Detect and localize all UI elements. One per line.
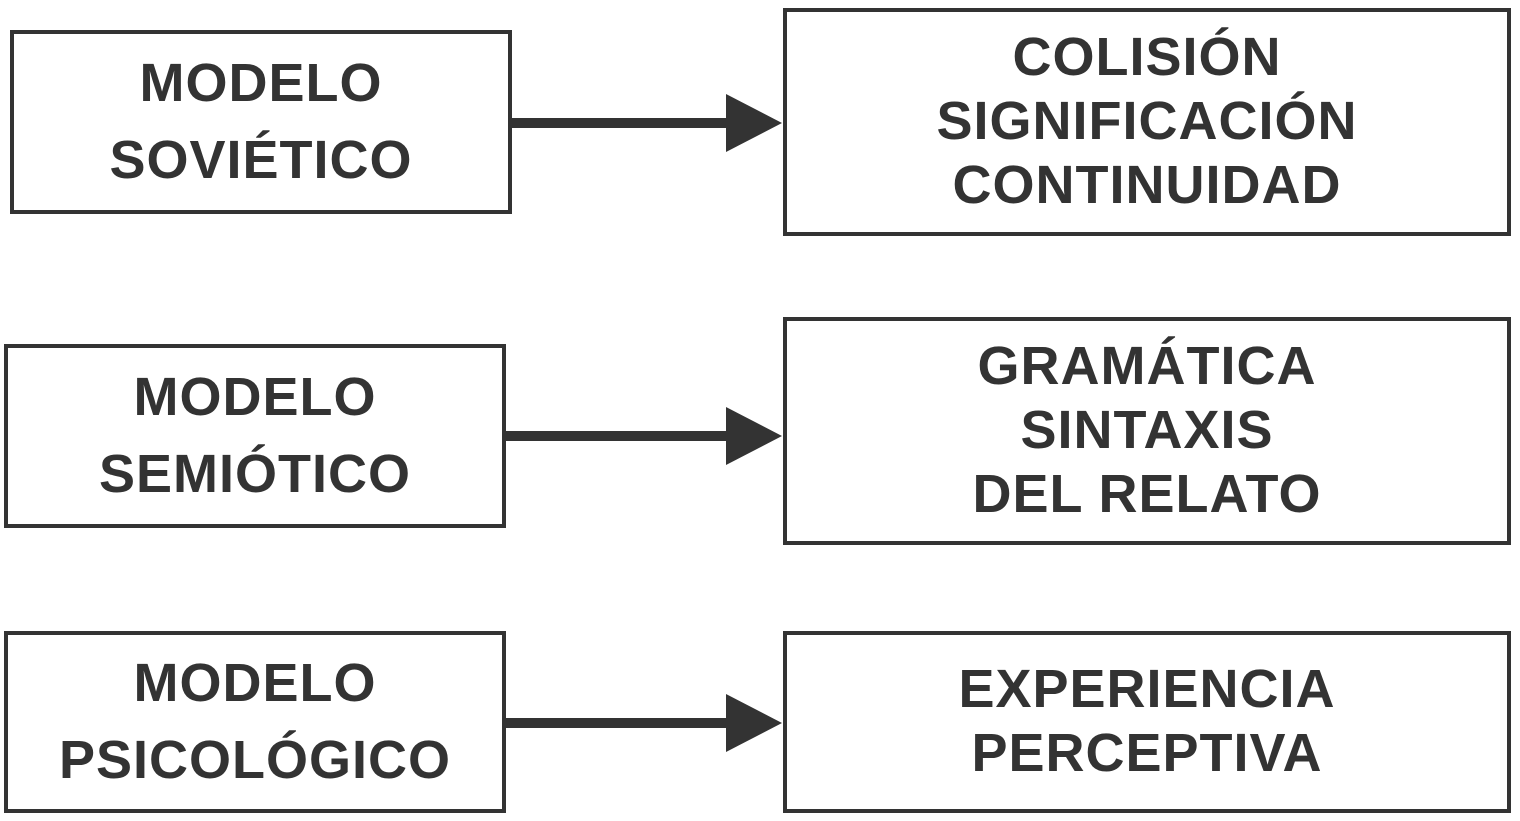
arrow-head-icon — [726, 694, 782, 752]
arrow-head-icon — [726, 407, 782, 465]
box-label-line: MODELO — [133, 367, 377, 428]
box-label-line: SINTAXIS — [1020, 400, 1274, 461]
arrow-head-icon — [726, 94, 782, 152]
box-colision-significacion-continuidad: COLISIÓN SIGNIFICACIÓN CONTINUIDAD — [783, 8, 1511, 236]
arrow-row-3 — [506, 694, 782, 752]
box-label-line: SIGNIFICACIÓN — [936, 91, 1358, 152]
box-label-line: EXPERIENCIA — [958, 659, 1336, 720]
box-label-line: SEMIÓTICO — [98, 444, 411, 504]
box-modelo-psicologico: MODELO PSICOLÓGICO — [4, 631, 506, 813]
box-label-line: COLISIÓN — [1012, 27, 1282, 88]
box-label-line: CONTINUIDAD — [952, 154, 1342, 215]
arrow-row-1 — [512, 94, 782, 152]
box-label-line: GRAMÁTICA — [977, 336, 1317, 397]
box-label-line: MODELO — [139, 53, 383, 114]
box-label-line: MODELO — [133, 653, 377, 714]
box-gramatica-sintaxis-del-relato: GRAMÁTICA SINTAXIS DEL RELATO — [783, 317, 1511, 545]
box-label-line: PERCEPTIVA — [971, 723, 1323, 783]
box-modelo-semiotico: MODELO SEMIÓTICO — [4, 344, 506, 528]
box-experiencia-perceptiva: EXPERIENCIA PERCEPTIVA — [783, 631, 1511, 813]
arrow-row-2 — [506, 407, 782, 465]
box-label-line: DEL RELATO — [972, 463, 1322, 524]
box-label-line: PSICOLÓGICO — [58, 730, 452, 790]
box-modelo-sovietico: MODELO SOVIÉTICO — [10, 30, 512, 214]
box-label-line: SOVIÉTICO — [109, 130, 413, 190]
